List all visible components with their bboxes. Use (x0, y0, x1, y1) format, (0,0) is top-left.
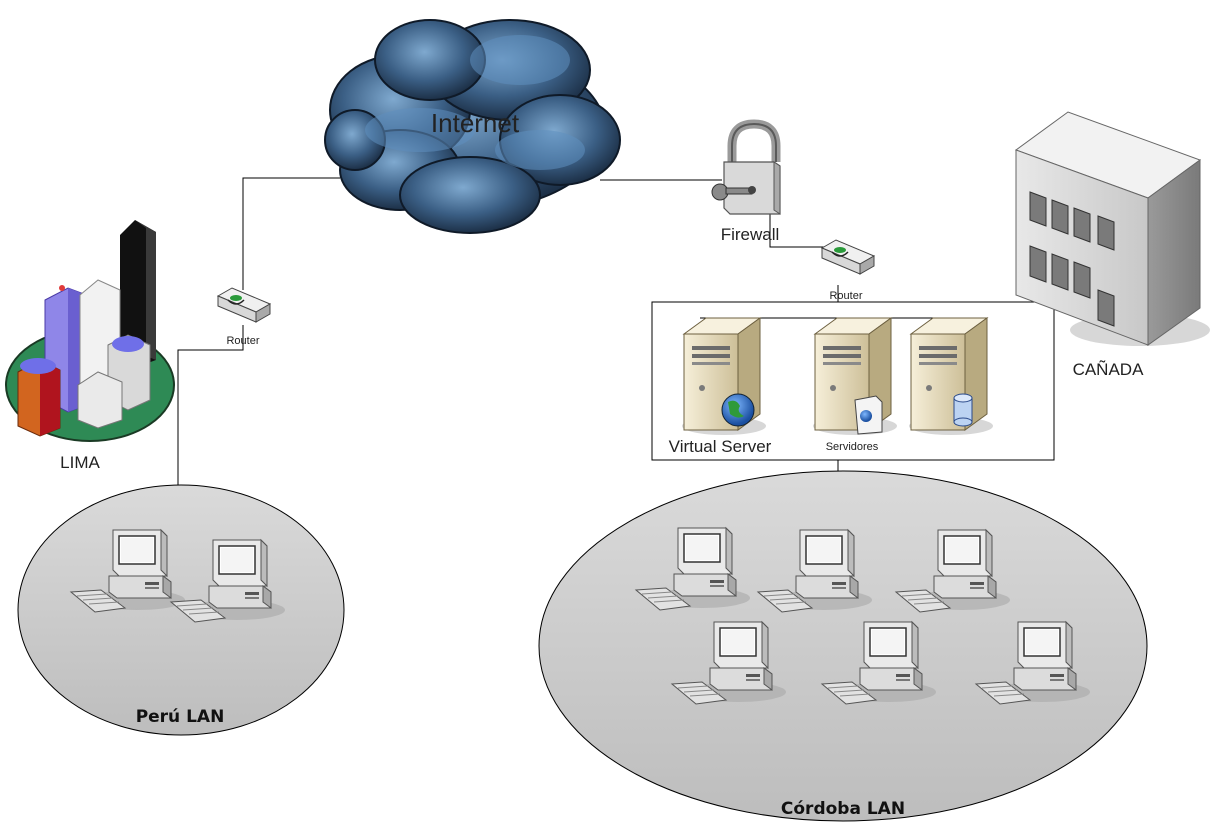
lima-city-icon (5, 220, 175, 442)
globe-icon (721, 393, 755, 427)
servidores-server (812, 317, 898, 436)
peru-lan-label: Perú LAN (136, 707, 225, 727)
canada-label: CAÑADA (1073, 360, 1145, 379)
lima-label: LIMA (60, 453, 100, 472)
virtual-server-label: Virtual Server (669, 437, 772, 456)
router-peru (217, 287, 271, 323)
link-router-peru-lan (177, 325, 244, 488)
link-internet-router-peru (242, 177, 340, 290)
firewall (711, 119, 781, 215)
canada-building-icon (1014, 111, 1210, 346)
peru-lan (17, 484, 345, 736)
router-cordoba (821, 239, 875, 275)
database-server (908, 317, 994, 436)
firewall-label: Firewall (721, 225, 780, 244)
servidores-label: Servidores (826, 441, 879, 453)
internet-label: Internet (431, 108, 520, 138)
cordoba-lan (538, 470, 1148, 822)
router-peru-label: Router (226, 335, 259, 347)
router-cordoba-label: Router (829, 290, 862, 302)
document-globe-icon (854, 395, 883, 435)
server-group-box (651, 301, 1055, 461)
cordoba-lan-label: Córdoba LAN (781, 799, 905, 819)
virtual-server (681, 317, 767, 436)
internet-cloud: Internet (324, 19, 621, 234)
key-icon (711, 183, 756, 201)
database-icon (953, 393, 973, 427)
